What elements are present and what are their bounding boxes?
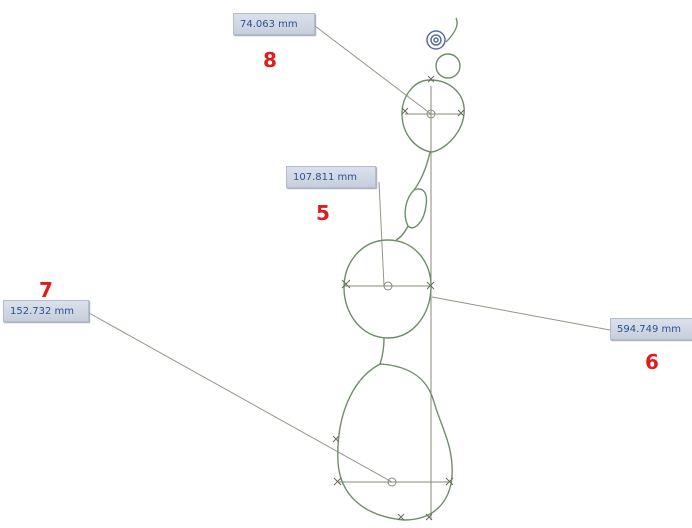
middle-to-bottom-curve bbox=[379, 337, 385, 365]
leader-line-7 bbox=[88, 312, 393, 483]
bottom-shape-curve bbox=[337, 363, 453, 521]
center-points[interactable] bbox=[383, 109, 436, 487]
marker-head-right bbox=[457, 109, 465, 117]
diameter-lines bbox=[338, 113, 462, 483]
sketch-profile[interactable] bbox=[337, 17, 465, 521]
marker-middle-right bbox=[426, 281, 435, 290]
callout-number-7: 7 bbox=[39, 278, 53, 302]
neck-curve bbox=[413, 151, 431, 191]
leader-line-5 bbox=[378, 181, 385, 287]
middle-circle-curve bbox=[343, 239, 432, 339]
dimension-label-6[interactable]: 594.749 mm bbox=[610, 318, 692, 340]
center-point-head[interactable] bbox=[426, 109, 436, 119]
leader-line-8 bbox=[314, 25, 432, 115]
dimension-label-7[interactable]: 152.732 mm bbox=[3, 300, 89, 322]
leader-line-6 bbox=[431, 296, 611, 331]
center-point-bottom[interactable] bbox=[387, 477, 397, 487]
leader-lines bbox=[88, 25, 611, 483]
dimension-label-8[interactable]: 74.063 mm bbox=[233, 13, 315, 35]
marker-bottom-right bbox=[445, 477, 454, 486]
top-loop-circle bbox=[435, 53, 461, 79]
constraint-markers bbox=[332, 75, 465, 521]
dimension-label-5[interactable]: 107.811 mm bbox=[286, 166, 376, 188]
marker-head-left bbox=[401, 107, 409, 115]
small-ring-curve bbox=[404, 188, 428, 229]
origin-target-icon bbox=[426, 30, 446, 50]
marker-bottom-left bbox=[333, 477, 342, 486]
center-point-middle[interactable] bbox=[383, 281, 393, 291]
marker-base-left bbox=[397, 513, 405, 521]
head-curve bbox=[401, 79, 465, 153]
callout-number-8: 8 bbox=[263, 48, 277, 72]
marker-bottom-upper bbox=[332, 435, 340, 443]
top-hook-curve bbox=[445, 17, 458, 43]
marker-head-top bbox=[427, 75, 435, 83]
marker-base-right bbox=[425, 513, 433, 521]
callout-number-6: 6 bbox=[645, 350, 659, 374]
marker-middle-left bbox=[341, 279, 351, 289]
callout-number-5: 5 bbox=[316, 201, 330, 225]
ring-to-middle-curve bbox=[395, 225, 409, 241]
